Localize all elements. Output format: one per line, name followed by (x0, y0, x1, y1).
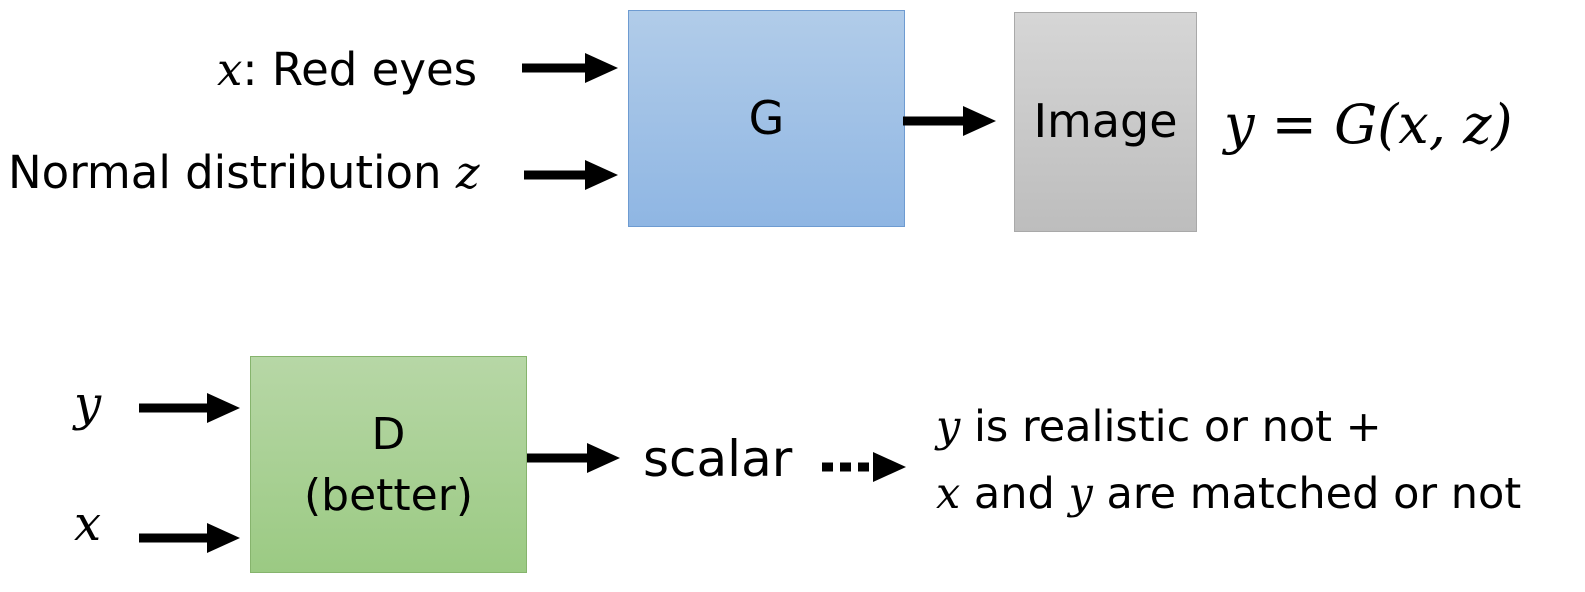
generator-box: G (628, 10, 905, 227)
arrow-g-to-image (903, 106, 996, 136)
desc-matched-text: are matched or not (1092, 469, 1522, 519)
d-input-x: x (74, 496, 102, 552)
normal-distribution-text: Normal distribution (8, 146, 456, 199)
arrow-z-to-g (524, 160, 618, 190)
arrow-y-to-d (139, 393, 240, 423)
realistic-description: y is realistic or not + (936, 406, 1382, 449)
desc-realistic-text: is realistic or not + (960, 402, 1382, 452)
desc-and-text: and (960, 469, 1069, 519)
discriminator-label: D (371, 408, 406, 460)
equation-g: G (1334, 93, 1378, 156)
generator-equation: y = G(x, z) (1224, 98, 1513, 152)
image-box: Image (1014, 12, 1197, 232)
arrow-d-to-scalar (527, 443, 620, 473)
discriminator-box: D (better) (250, 356, 527, 573)
x-variable: x (217, 43, 243, 96)
scalar-label: scalar (643, 430, 793, 488)
red-eyes-text: : Red eyes (242, 43, 478, 96)
normal-distribution-label: Normal distribution z (8, 150, 480, 195)
desc-y2-variable: y (1068, 469, 1093, 519)
d-input-y: y (74, 376, 102, 432)
equation-equals: = (1254, 93, 1335, 156)
discriminator-sublabel: (better) (304, 469, 473, 521)
image-label: Image (1033, 94, 1178, 149)
generator-label: G (748, 90, 785, 145)
x-red-eyes-label: x: Red eyes (217, 47, 477, 92)
desc-x-variable: x (936, 469, 961, 519)
equation-y: y (1224, 93, 1255, 156)
desc-y-variable: y (936, 402, 961, 452)
equation-args: (x, z) (1377, 93, 1513, 156)
dotted-arrow-scalar-to-description (822, 452, 906, 482)
z-variable: z (455, 146, 480, 199)
arrow-x-to-d (139, 523, 240, 553)
arrow-x-to-g (522, 53, 618, 83)
matched-description: x and y are matched or not (936, 473, 1521, 516)
